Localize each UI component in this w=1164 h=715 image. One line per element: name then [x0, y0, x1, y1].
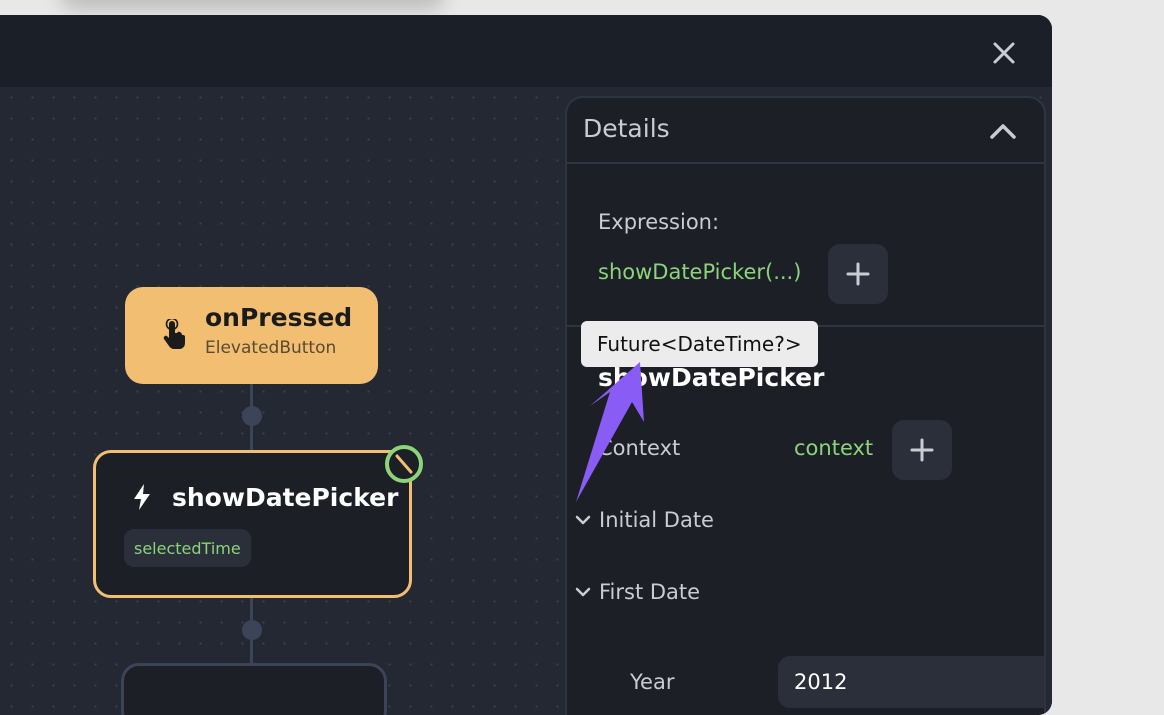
plus-icon: [846, 262, 870, 286]
add-expression-button[interactable]: [828, 244, 888, 304]
collapse-button[interactable]: [985, 116, 1021, 146]
chevron-up-icon: [990, 124, 1016, 139]
details-header: Details: [567, 98, 1044, 164]
add-node-dot[interactable]: [242, 406, 262, 426]
node-show-date-picker[interactable]: showDatePicker selectedTime: [93, 450, 412, 598]
first-date-toggle[interactable]: First Date: [575, 580, 700, 604]
chevron-down-icon: [575, 587, 591, 597]
context-label: Context: [598, 436, 681, 460]
node-title: showDatePicker: [172, 483, 399, 512]
tap-icon: [163, 319, 185, 349]
close-icon: [993, 42, 1015, 64]
annotation-arrow-icon: [576, 362, 644, 502]
chevron-down-icon: [575, 515, 591, 525]
type-tooltip: Future<DateTime?>: [581, 321, 818, 367]
output-variable-chip[interactable]: selectedTime: [124, 529, 251, 567]
expression-value[interactable]: showDatePicker(...): [598, 260, 802, 284]
initial-date-toggle[interactable]: Initial Date: [575, 508, 714, 532]
node-subtitle: ElevatedButton: [205, 338, 337, 358]
add-node-dot[interactable]: [242, 620, 262, 640]
title-bar: [0, 15, 1052, 87]
details-title: Details: [583, 114, 670, 143]
close-button[interactable]: [986, 35, 1022, 71]
plus-icon: [910, 438, 934, 462]
node-title: onPressed: [205, 303, 353, 332]
add-context-button[interactable]: [892, 420, 952, 480]
bolt-icon: [134, 484, 150, 510]
action-flow-editor-window: onPressed ElevatedButton showDatePicker …: [0, 15, 1052, 715]
year-label: Year: [630, 670, 675, 694]
status-indicator-icon: [385, 445, 423, 483]
year-input[interactable]: [778, 656, 1044, 708]
context-value[interactable]: context: [794, 436, 874, 460]
first-date-label: First Date: [599, 580, 701, 604]
node-on-pressed[interactable]: onPressed ElevatedButton: [125, 287, 378, 384]
expression-label: Expression:: [598, 210, 720, 234]
node-next[interactable]: [121, 663, 387, 715]
initial-date-label: Initial Date: [599, 508, 714, 532]
